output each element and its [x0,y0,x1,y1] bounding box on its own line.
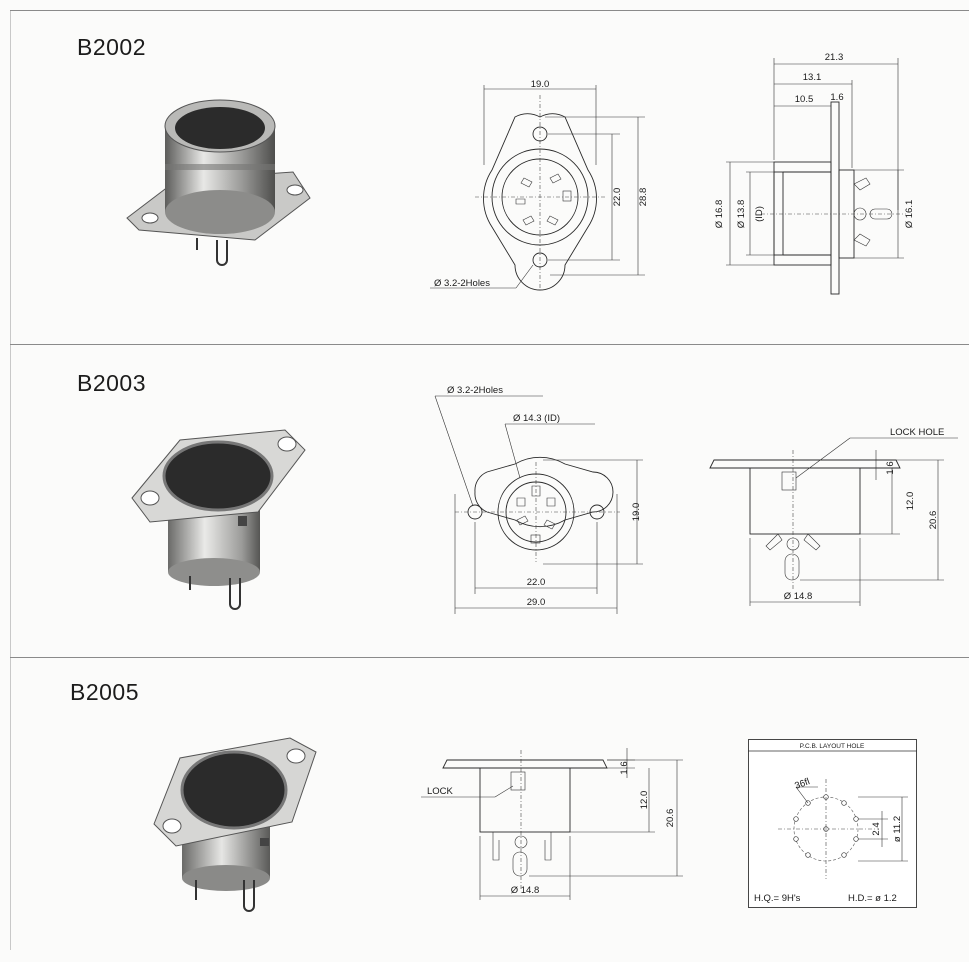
lock-label: LOCK [427,786,454,797]
pcb-pitch: 2.4 [871,822,882,835]
dim-height-b2003: 19.0 [631,503,642,522]
side-view-b2003: LOCK HOLE 1.6 12.0 20.6 Ø 14.8 [709,427,958,606]
side-view-b2002: 21.3 13.1 10.5 1.6 Ø 16.8 Ø 13.8 (ID) Ø … [714,52,915,295]
pcb-layout-title: P.C.B. LAYOUT HOLE [800,743,865,750]
dim-total-b2003: 20.6 [928,511,939,530]
connector-photo-b2005 [153,737,317,912]
dim-inner-dia-b2002: Ø 13.8 [736,200,747,229]
dim-diameter-b2003: Ø 14.8 [784,591,813,602]
id-callout-b2003: Ø 14.3 (ID) [513,413,560,424]
pcb-angle: 36fl [793,776,811,792]
hole-callout-b2003: Ø 3.2-2Holes [447,385,503,396]
left-border [10,10,11,950]
dim-inner-note-b2002: (ID) [754,206,765,222]
side-view-b2005: LOCK 1.6 12.0 20.6 Ø 14.8 [421,748,683,900]
dim-diameter-b2005: Ø 14.8 [511,885,540,896]
connector-photo-b2003 [131,429,306,610]
dim-body-b2003: 12.0 [905,492,916,511]
dim-flange-b2002: 1.6 [830,92,843,103]
dim-flange-b2003: 1.6 [885,461,896,474]
dim-hole-pitch-b2003: 22.0 [527,577,546,588]
pcb-layout-panel: P.C.B. LAYOUT HOLE 36fl 2.4 ø 11.2 H.Q.=… [748,739,917,908]
dim-right-dia-b2002: Ø 16.1 [904,200,915,229]
dim-total-b2005: 20.6 [665,809,676,828]
dim-depth-b2002: 13.1 [803,72,822,83]
dim-flange-b2005: 1.6 [619,761,630,774]
model-title-b2002: B2002 [77,34,147,60]
hole-callout-b2002: Ø 3.2-2Holes [434,278,490,289]
dim-body-b2005: 12.0 [639,791,650,810]
dim-width-b2002: 19.0 [531,79,550,90]
pcb-circle-dia: ø 11.2 [892,816,903,842]
front-view-b2002: 19.0 22.0 28.8 Ø 3.2-2Holes [430,79,649,291]
dim-width-b2003: 29.0 [527,597,546,608]
pcb-hole-diameter: H.D.= ø 1.2 [848,893,897,904]
pcb-hole-quantity: H.Q.= 9H's [754,893,801,904]
dim-total-b2002: 21.3 [825,52,844,63]
top-divider [10,10,969,11]
section-divider-1 [10,344,969,345]
dim-outer-dia-b2002: Ø 16.8 [714,200,725,229]
model-title-b2005: B2005 [70,679,140,705]
dim-body-b2002: 10.5 [795,94,814,105]
lock-hole-label: LOCK HOLE [890,427,944,438]
dim-hole-pitch-b2002: 22.0 [612,188,623,207]
section-divider-2 [10,657,969,658]
connector-photo-b2002 [126,99,311,266]
model-title-b2003: B2003 [77,370,147,396]
front-view-b2003: Ø 3.2-2Holes Ø 14.3 (ID) 19.0 22.0 29.0 [434,385,643,614]
dim-height-b2002: 28.8 [638,188,649,207]
